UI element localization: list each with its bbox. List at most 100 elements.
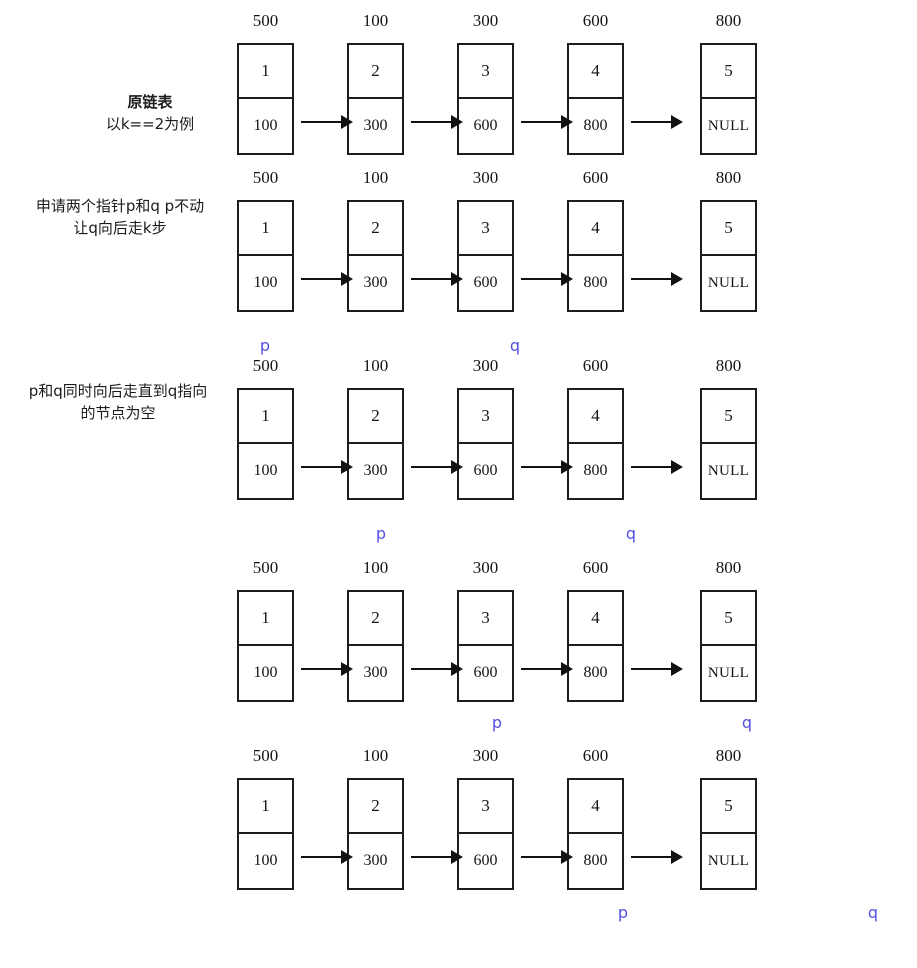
- node-address-label: 800: [715, 746, 742, 765]
- arrow-shaft: [521, 121, 563, 123]
- node-value-cell: 5: [702, 592, 755, 646]
- node-next-cell: 100: [253, 117, 278, 134]
- node-value-cell: 4: [569, 390, 622, 444]
- list-node: 1 100: [237, 43, 294, 155]
- arrow-head: [341, 850, 353, 864]
- node-value-cell: 4: [569, 45, 622, 99]
- caption-line: 以k==2为例: [105, 114, 195, 133]
- node-next-cell: 600: [473, 852, 498, 869]
- arrow-shaft: [301, 121, 343, 123]
- caption-line: p和q同时向后走直到q指向: [28, 382, 208, 400]
- next-pointer-arrow-icon: [521, 850, 573, 864]
- node-next-cell: 100: [253, 852, 278, 869]
- list-node: 1 100: [237, 590, 294, 702]
- arrow-head: [561, 460, 573, 474]
- node-address-label: 800: [715, 356, 742, 375]
- arrow-shaft: [301, 668, 343, 670]
- node-address-label: 800: [715, 168, 742, 187]
- arrow-shaft: [631, 121, 673, 123]
- arrow-head: [671, 460, 683, 474]
- node-next-cell: 300: [363, 852, 388, 869]
- node-next-cell: 800: [583, 852, 608, 869]
- arrow-head: [671, 662, 683, 676]
- arrow-head: [341, 662, 353, 676]
- arrow-head: [561, 115, 573, 129]
- node-value-cell: 5: [702, 202, 755, 256]
- next-pointer-arrow-icon: [411, 115, 463, 129]
- node-next-cell: 800: [583, 274, 608, 291]
- row-caption: p和q同时向后走直到q指向的节点为空: [0, 381, 236, 425]
- node-next-cell: NULL: [707, 852, 750, 869]
- node-address-label: 500: [252, 168, 279, 187]
- caption-line: 申请两个指针p和q p不动: [35, 197, 205, 215]
- node-address-label: 100: [362, 746, 389, 765]
- node-next-cell: 100: [253, 274, 278, 291]
- pointer-label-p: p: [617, 903, 629, 922]
- node-value-cell: 1: [239, 390, 292, 444]
- arrow-head: [451, 460, 463, 474]
- next-pointer-arrow-icon: [631, 272, 683, 286]
- node-address-label: 500: [252, 558, 279, 577]
- next-pointer-arrow-icon: [301, 850, 353, 864]
- node-address-label: 100: [362, 11, 389, 30]
- node-value-cell: 1: [239, 592, 292, 646]
- arrow-shaft: [411, 668, 453, 670]
- node-value-cell: 2: [349, 202, 402, 256]
- pointer-label-p: p: [375, 524, 387, 543]
- node-value-cell: 1: [239, 45, 292, 99]
- caption-line: 原链表: [127, 93, 173, 111]
- node-value-cell: 1: [239, 202, 292, 256]
- node-next-cell: 100: [253, 664, 278, 681]
- node-address-label: 100: [362, 558, 389, 577]
- node-address-label: 600: [582, 356, 609, 375]
- arrow-head: [671, 115, 683, 129]
- arrow-head: [451, 115, 463, 129]
- arrow-shaft: [631, 668, 673, 670]
- node-address-label: 300: [472, 558, 499, 577]
- node-address-label: 100: [362, 356, 389, 375]
- node-address-label: 800: [715, 558, 742, 577]
- next-pointer-arrow-icon: [521, 662, 573, 676]
- node-value-cell: 2: [349, 780, 402, 834]
- node-address-label: 500: [252, 356, 279, 375]
- row-caption: 原链表以k==2为例: [60, 92, 240, 136]
- node-address-label: 500: [252, 746, 279, 765]
- pointer-label-q: q: [625, 524, 637, 543]
- node-value-cell: 2: [349, 45, 402, 99]
- node-address-label: 300: [472, 746, 499, 765]
- arrow-shaft: [411, 466, 453, 468]
- arrow-head: [561, 850, 573, 864]
- node-value-cell: 5: [702, 390, 755, 444]
- next-pointer-arrow-icon: [631, 460, 683, 474]
- arrow-head: [451, 272, 463, 286]
- node-address-label: 500: [252, 11, 279, 30]
- arrow-head: [341, 115, 353, 129]
- next-pointer-arrow-icon: [301, 460, 353, 474]
- node-address-label: 600: [582, 746, 609, 765]
- arrow-shaft: [521, 278, 563, 280]
- next-pointer-arrow-icon: [521, 272, 573, 286]
- next-pointer-arrow-icon: [631, 850, 683, 864]
- arrow-shaft: [411, 278, 453, 280]
- node-value-cell: 5: [702, 780, 755, 834]
- pointer-label-q: q: [741, 713, 753, 732]
- node-value-cell: 3: [459, 202, 512, 256]
- node-value-cell: 2: [349, 390, 402, 444]
- next-pointer-arrow-icon: [631, 115, 683, 129]
- next-pointer-arrow-icon: [521, 115, 573, 129]
- next-pointer-arrow-icon: [411, 662, 463, 676]
- next-pointer-arrow-icon: [411, 272, 463, 286]
